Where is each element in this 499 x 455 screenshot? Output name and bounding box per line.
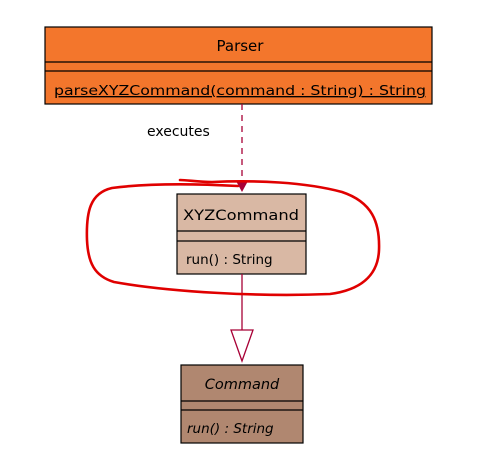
xyzcommand-class-box	[176, 193, 307, 275]
executes-label: executes	[147, 124, 210, 140]
command-class[interactable]: Command run() : String	[180, 364, 304, 444]
command-class-box	[180, 364, 304, 444]
highlight-loop	[85, 178, 381, 297]
parser-method-label: parseXYZCommand(command : String) : Stri…	[54, 83, 426, 99]
xyzcommand-method-label: run() : String	[186, 252, 273, 268]
xyzcommand-class[interactable]: XYZCommand run() : String	[176, 193, 307, 275]
parser-class-box	[44, 26, 433, 105]
parser-class[interactable]: Parser parseXYZCommand(command : String)…	[44, 26, 433, 105]
red-highlight-annotation	[85, 178, 381, 297]
command-class-name: Command	[205, 377, 280, 393]
generalization-relationship	[230, 274, 254, 363]
executes-dependency: executes	[147, 104, 248, 192]
generalization-hollow-triangle	[230, 329, 254, 363]
parser-class-name: Parser	[217, 37, 265, 55]
executes-arrow-head	[236, 181, 248, 192]
xyzcommand-class-name: XYZCommand	[183, 208, 299, 224]
command-method-label: run() : String	[187, 421, 274, 437]
